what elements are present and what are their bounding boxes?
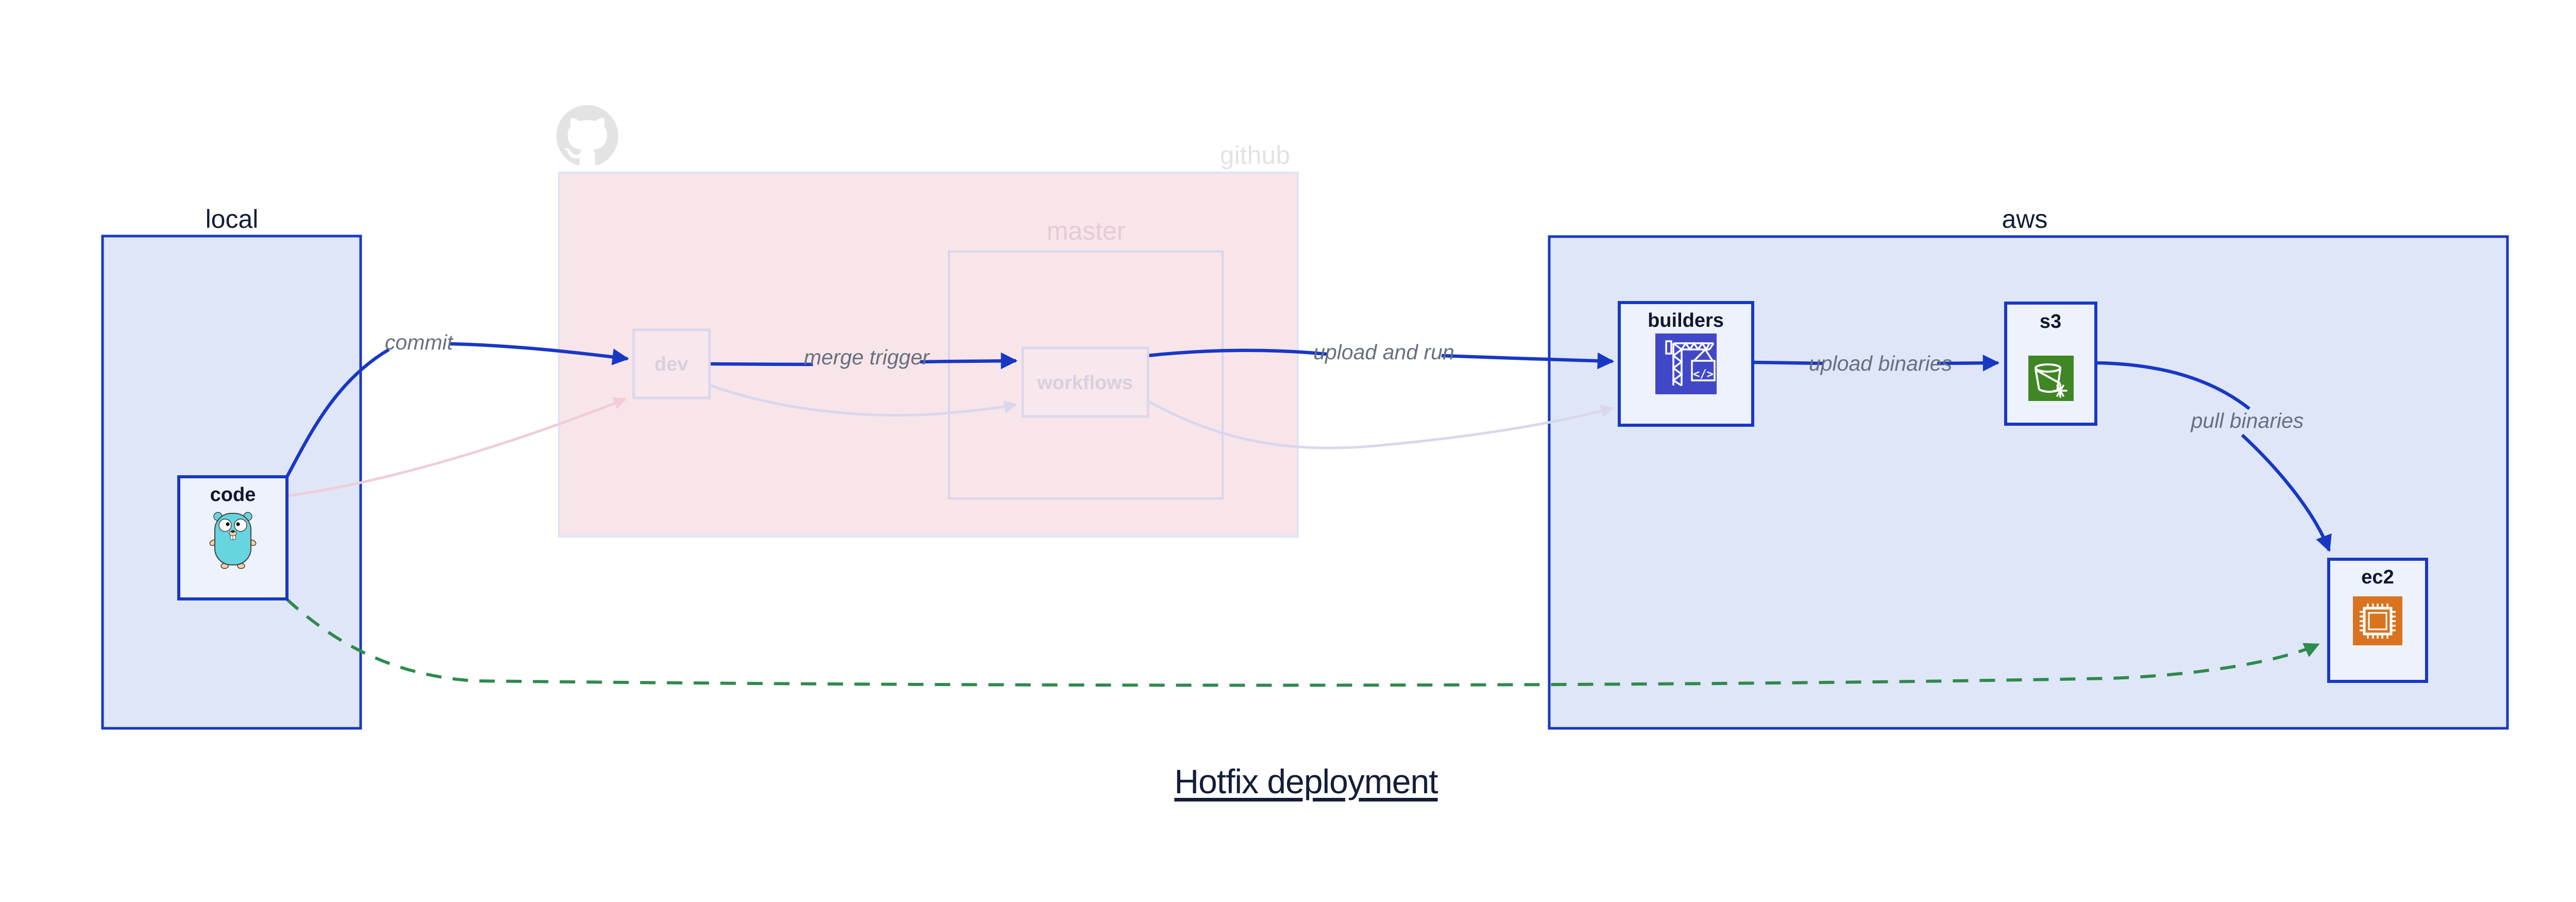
edge-label-merge-trigger: merge trigger <box>804 345 930 369</box>
cluster-master: master <box>948 216 1224 499</box>
node-code-label: code <box>210 484 256 506</box>
cluster-master-box <box>948 250 1224 499</box>
edge-pull-binaries: pull binaries <box>2095 361 2332 553</box>
node-code: code <box>177 475 289 600</box>
node-s3-label: s3 <box>2040 311 2061 332</box>
node-builders: builders </> <box>1618 301 1754 427</box>
node-dev-box <box>632 328 711 399</box>
edge-faded-workflows-to-builders <box>1147 399 1614 449</box>
cluster-local: local <box>101 205 362 730</box>
node-workflows-label: workflows <box>1037 372 1133 394</box>
node-ec2: ec2 <box>2327 558 2428 683</box>
diagram-title: Hotfix deployment <box>1174 762 1438 800</box>
edge-commit: commit <box>285 330 630 478</box>
cluster-local-label: local <box>206 205 259 233</box>
s3-glacier-icon <box>2028 356 2074 401</box>
cluster-aws-label: aws <box>2002 205 2048 233</box>
ec2-icon <box>2353 596 2402 645</box>
edge-label-pull-binaries: pull binaries <box>2190 409 2304 432</box>
cluster-github: github master <box>556 105 1299 538</box>
edge-upload-binaries: upload binaries <box>1752 352 2000 375</box>
node-dev: dev <box>632 328 711 399</box>
edge-hotfix-dashed <box>285 597 2320 687</box>
node-workflows: workflows <box>1021 346 1149 418</box>
node-builders-label: builders <box>1648 310 1724 331</box>
edge-upload-and-run: upload and run <box>1147 340 1615 370</box>
node-ec2-label: ec2 <box>2361 566 2394 588</box>
node-workflows-box <box>1021 346 1149 418</box>
edge-faded-dev-to-workflows <box>709 383 1018 417</box>
edge-label-upload-binaries: upload binaries <box>1809 352 1952 375</box>
node-dev-label: dev <box>654 354 688 375</box>
go-gopher-icon <box>209 512 257 569</box>
github-logo-icon <box>556 105 618 166</box>
edge-label-commit: commit <box>385 330 454 354</box>
edge-label-upload-and-run: upload and run <box>1313 340 1454 364</box>
edge-faded-code-to-dev <box>286 397 627 497</box>
codebuild-icon: </> <box>1655 333 1717 394</box>
codebuild-code-glyph: </> <box>1693 368 1714 381</box>
cluster-master-label: master <box>1047 216 1126 245</box>
edge-merge-trigger: merge trigger <box>709 345 1018 370</box>
cluster-github-label: github <box>1220 141 1290 170</box>
node-s3: s3 <box>2004 302 2097 426</box>
node-ec2-box <box>2327 558 2428 683</box>
